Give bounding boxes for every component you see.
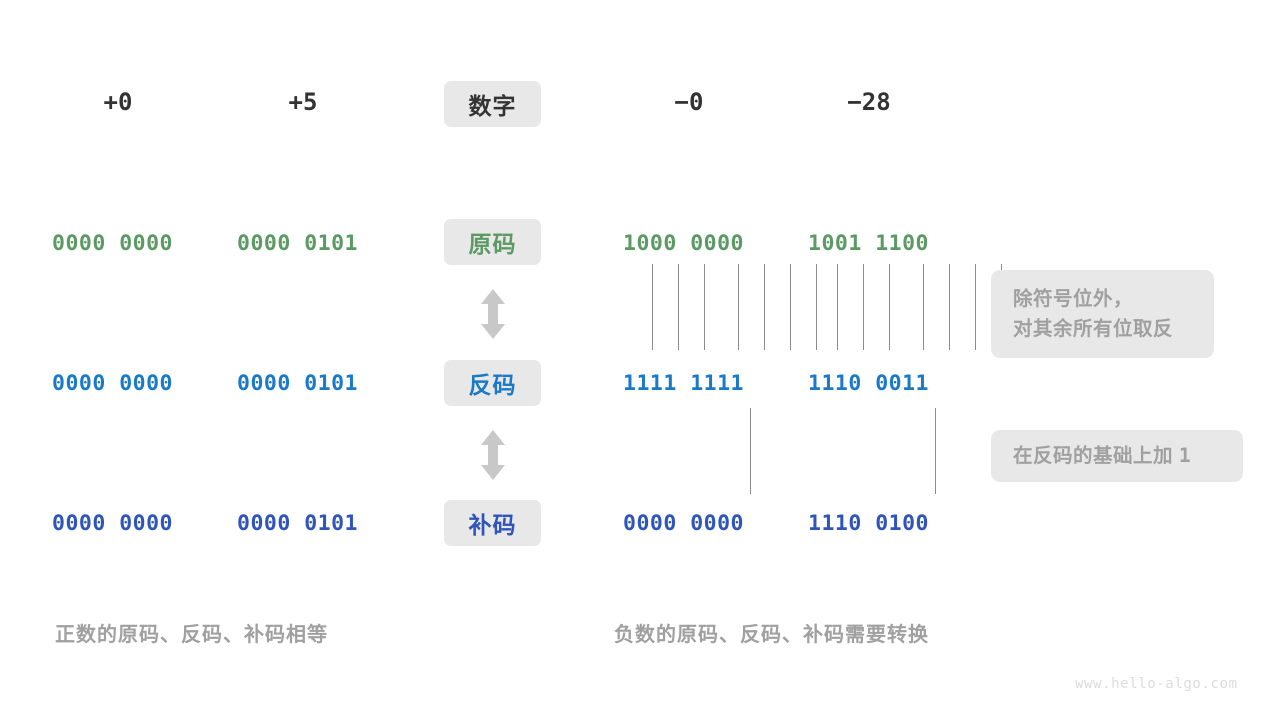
twos-complement-value-minus-zero: 0000 0000 xyxy=(623,511,744,536)
bit-link-line xyxy=(738,264,739,350)
twos-complement-value-minus-twentyeight: 1110 0100 xyxy=(808,511,929,536)
double-vertical-arrow-icon xyxy=(478,429,508,486)
ones-complement-value-minus-twentyeight: 1110 0011 xyxy=(808,371,929,396)
watermark-url: www.hello-algo.com xyxy=(1075,676,1238,692)
caption-positive: 正数的原码、反码、补码相等 xyxy=(55,624,328,646)
header-number-minus-twentyeight: −28 xyxy=(847,88,891,116)
callout-invert-bits: 除符号位外， 对其余所有位取反 xyxy=(991,270,1214,358)
bit-link-line xyxy=(704,264,705,350)
header-chip-number: 数字 xyxy=(444,81,541,127)
ones-complement-value-plus-zero: 0000 0000 xyxy=(52,371,173,396)
callout-add-one-number: 1 xyxy=(1178,444,1192,467)
bit-link-line xyxy=(975,264,976,350)
bit-link-line xyxy=(863,264,864,350)
bit-link-line xyxy=(764,264,765,350)
bit-link-line xyxy=(678,264,679,350)
header-number-minus-zero: −0 xyxy=(674,88,704,116)
callout-invert-bits-line2: 对其余所有位取反 xyxy=(1013,318,1174,340)
callout-invert-bits-line1: 除符号位外， xyxy=(1013,288,1134,310)
bit-link-line xyxy=(652,264,653,350)
header-number-plus-five: +5 xyxy=(288,88,318,116)
ones-complement-value-minus-zero: 1111 1111 xyxy=(623,371,744,396)
twos-complement-value-plus-zero: 0000 0000 xyxy=(52,511,173,536)
callout-add-one-text: 在反码的基础上加 xyxy=(1013,445,1179,467)
bit-link-line xyxy=(750,408,751,494)
callout-add-one: 在反码的基础上加 1 xyxy=(991,430,1243,482)
row-chip-twos-complement: 补码 xyxy=(444,500,541,546)
header-number-plus-zero: +0 xyxy=(103,88,133,116)
bit-link-line xyxy=(816,264,817,350)
bit-link-line xyxy=(949,264,950,350)
sign-magnitude-value-plus-zero: 0000 0000 xyxy=(52,231,173,256)
bit-link-line xyxy=(790,264,791,350)
row-chip-ones-complement: 反码 xyxy=(444,360,541,406)
row-chip-sign-magnitude: 原码 xyxy=(444,219,541,265)
sign-magnitude-value-minus-twentyeight: 1001 1100 xyxy=(808,231,929,256)
bit-link-line xyxy=(889,264,890,350)
caption-negative: 负数的原码、反码、补码需要转换 xyxy=(614,624,929,646)
sign-magnitude-value-minus-zero: 1000 0000 xyxy=(623,231,744,256)
double-vertical-arrow-icon xyxy=(478,288,508,345)
twos-complement-value-plus-five: 0000 0101 xyxy=(237,511,358,536)
bit-link-line xyxy=(837,264,838,350)
bit-link-line xyxy=(923,264,924,350)
ones-complement-value-plus-five: 0000 0101 xyxy=(237,371,358,396)
bit-link-line xyxy=(935,408,936,494)
sign-magnitude-value-plus-five: 0000 0101 xyxy=(237,231,358,256)
